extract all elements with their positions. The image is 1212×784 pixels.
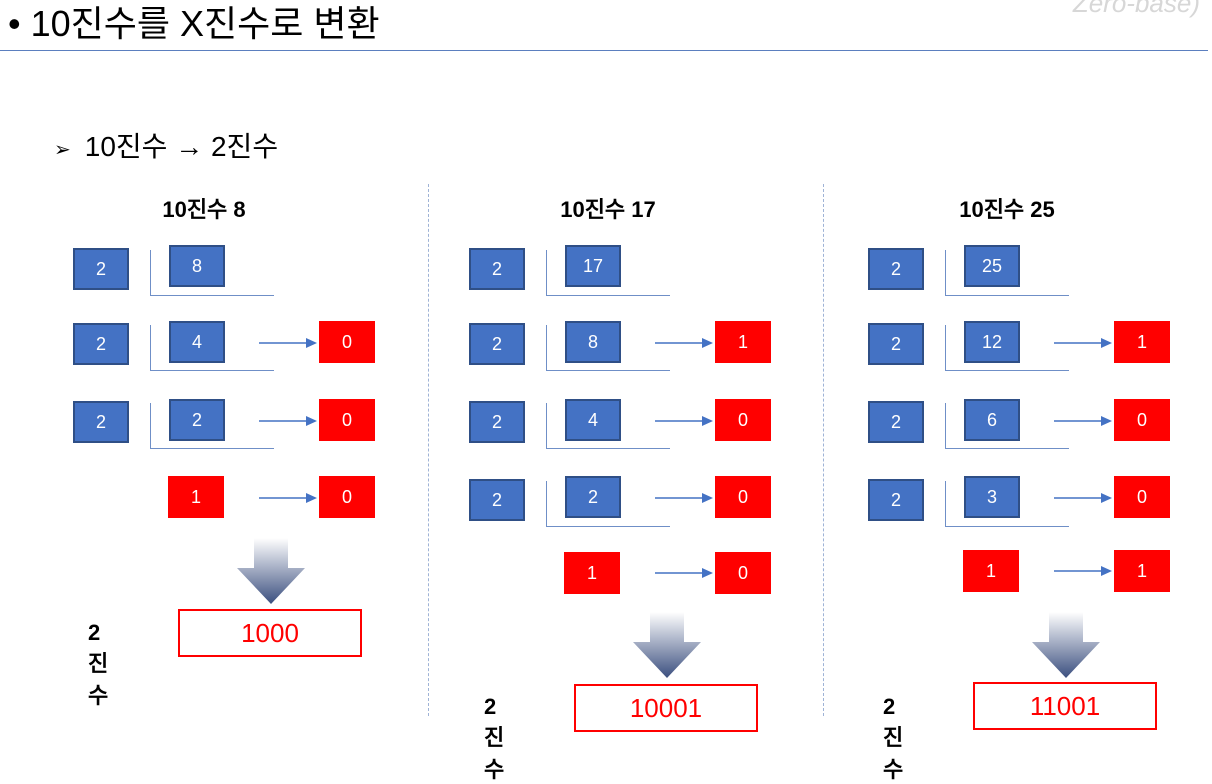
remainder-box: 0: [715, 552, 771, 594]
result-label: 2진수: [88, 620, 109, 708]
divisor-box: 2: [469, 323, 525, 365]
quotient-box: 2: [169, 399, 225, 441]
arrow-right-icon: [655, 338, 713, 348]
divisor-box: 2: [469, 479, 525, 521]
remainder-box: 0: [715, 476, 771, 518]
divisor-box: 2: [73, 323, 129, 365]
result-box: 10001: [574, 684, 758, 732]
quotient-box: 3: [964, 476, 1020, 518]
arrow-right-icon: [1054, 338, 1112, 348]
arrow-right-icon: [1054, 493, 1112, 503]
arrow-right-icon: [1054, 566, 1112, 576]
quotient-box: 25: [964, 245, 1020, 287]
watermark: Zero-base): [1072, 0, 1200, 18]
division-bracket: [150, 250, 274, 296]
arrow-right-icon: [259, 338, 317, 348]
column-divider-1: [428, 184, 429, 716]
division-bracket: [546, 403, 670, 449]
arrow-right-icon: [655, 568, 713, 578]
remainder-box: 1: [715, 321, 771, 363]
divisor-box: 2: [868, 479, 924, 521]
remainder-box: 0: [1114, 399, 1170, 441]
divisor-box: 2: [868, 401, 924, 443]
arrow-bullet-icon: ➢: [54, 139, 71, 161]
division-bracket: [546, 325, 670, 371]
page-title: • 10진수를 X진수로 변환: [8, 3, 380, 44]
remainder-box: 1: [1114, 550, 1170, 592]
quotient-box: 4: [565, 399, 621, 441]
division-bracket: [546, 481, 670, 527]
remainder-box: 0: [715, 399, 771, 441]
quotient-box: 8: [565, 321, 621, 363]
column-title: 10진수 25: [959, 197, 1055, 222]
quotient-box: 6: [964, 399, 1020, 441]
down-arrow-icon: [1032, 612, 1100, 678]
remainder-box: 1: [1114, 321, 1170, 363]
arrow-right-icon: [259, 416, 317, 426]
result-label: 2진수: [484, 694, 505, 782]
remainder-box: 0: [319, 476, 375, 518]
divisor-box: 2: [469, 401, 525, 443]
divisor-box: 2: [73, 401, 129, 443]
quotient-box: 12: [964, 321, 1020, 363]
result-label: 2진수: [883, 694, 904, 782]
result-box: 1000: [178, 609, 362, 657]
arrow-right-icon: [655, 416, 713, 426]
quotient-box: 2: [565, 476, 621, 518]
section-heading-text: 10진수 → 2진수: [84, 131, 279, 162]
division-bracket: [150, 403, 274, 449]
result-box: 11001: [973, 682, 1157, 730]
arrow-right-icon: [1054, 416, 1112, 426]
column-title: 10진수 17: [560, 197, 656, 222]
quotient-box: 4: [169, 321, 225, 363]
arrow-right-icon: [655, 493, 713, 503]
remainder-box: 0: [319, 399, 375, 441]
division-bracket: [945, 250, 1069, 296]
division-bracket: [546, 250, 670, 296]
division-bracket: [150, 325, 274, 371]
arrow-right-icon: [259, 493, 317, 503]
division-bracket: [945, 481, 1069, 527]
remainder-box: 0: [319, 321, 375, 363]
quotient-box: 8: [169, 245, 225, 287]
divisor-box: 2: [469, 248, 525, 290]
final-quotient-box: 1: [168, 476, 224, 518]
divisor-box: 2: [73, 248, 129, 290]
remainder-box: 0: [1114, 476, 1170, 518]
quotient-box: 17: [565, 245, 621, 287]
title-underline: [0, 50, 1208, 51]
divisor-box: 2: [868, 248, 924, 290]
down-arrow-icon: [237, 538, 305, 604]
division-bracket: [945, 325, 1069, 371]
column-divider-2: [823, 184, 824, 716]
division-bracket: [945, 403, 1069, 449]
final-quotient-box: 1: [564, 552, 620, 594]
section-heading: ➢ 10진수 → 2진수: [54, 129, 278, 168]
column-title: 10진수 8: [162, 197, 246, 222]
final-quotient-box: 1: [963, 550, 1019, 592]
divisor-box: 2: [868, 323, 924, 365]
down-arrow-icon: [633, 612, 701, 678]
